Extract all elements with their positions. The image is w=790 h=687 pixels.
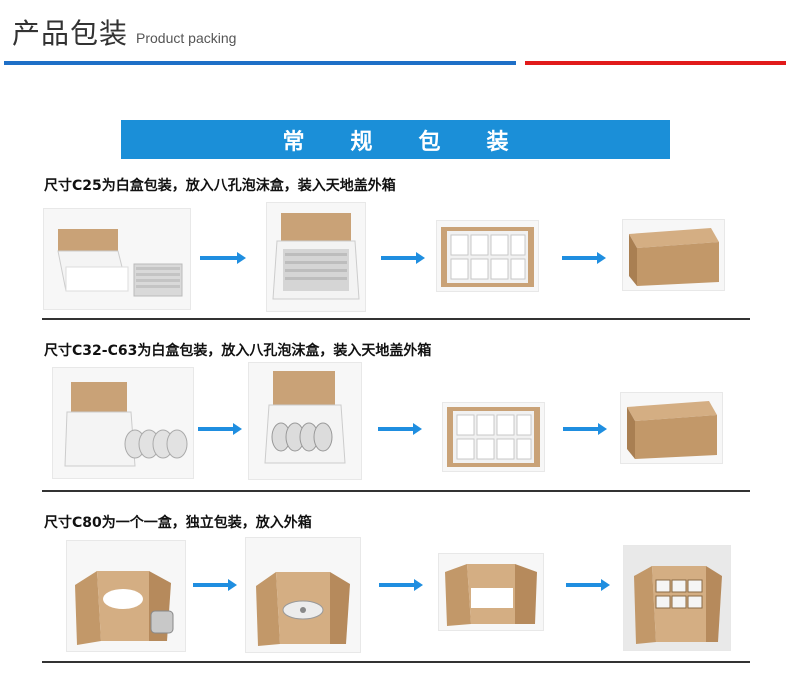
white-box-with-ring-magnets-image [64, 382, 188, 467]
row-2-photo-white-box-magnets [52, 367, 194, 479]
outer-carton-image [627, 401, 717, 459]
page-title: 产品包装 [12, 17, 129, 50]
page-subtitle: Product packing [136, 30, 237, 46]
row-3-arrow-2 [379, 579, 423, 591]
outer-carton-with-boxes-image [624, 546, 730, 650]
box-with-pot-magnet-inside-image [256, 572, 350, 646]
row-3-photo-single-box-open [66, 540, 186, 652]
white-box-with-magnets-image [57, 229, 183, 297]
row-2-photo-outer-box [620, 392, 723, 464]
header-blue-bar [4, 61, 516, 65]
row-3-arrow-3 [566, 579, 610, 591]
row-1-photo-filled-white-box [266, 202, 366, 312]
filled-white-box-rings-image [264, 371, 346, 464]
box-with-foam-image [445, 564, 537, 626]
row-2-arrow-2 [378, 423, 422, 435]
row-1-divider [42, 318, 750, 320]
row-3-divider [42, 661, 750, 663]
outer-carton-image [629, 228, 719, 286]
header-red-bar [525, 61, 786, 65]
row-2-arrow-3 [563, 423, 607, 435]
banner-text: 常规包装 [282, 129, 555, 155]
row-2-arrow-1 [198, 423, 242, 435]
single-box-with-pot-magnet-image [75, 571, 174, 645]
row-1-arrow-1 [200, 252, 246, 264]
row-3-photo-foam-filled-box [438, 553, 544, 631]
row-1-photo-outer-box [622, 219, 725, 291]
row-3-photo-outer-carton-open [623, 545, 731, 651]
row-1-arrow-3 [562, 252, 606, 264]
eight-hole-foam-tray-image [441, 227, 534, 287]
row-2-title: 尺寸C32-C63为白盒包装，放入八孔泡沫盒，装入天地盖外箱 [44, 343, 432, 359]
row-1-arrow-2 [381, 252, 425, 264]
filled-white-box-image [272, 213, 360, 300]
row-1-title: 尺寸C25为白盒包装，放入八孔泡沫盒，装入天地盖外箱 [44, 178, 396, 194]
row-1-photo-white-box-magnets [43, 208, 191, 310]
row-3-title: 尺寸C80为一个一盒，独立包装，放入外箱 [44, 515, 312, 531]
row-2-divider [42, 490, 750, 492]
row-2-photo-filled-white-box [248, 362, 362, 480]
row-3-arrow-1 [193, 579, 237, 591]
page-header: 产品包装 Product packing [12, 12, 236, 52]
row-2-photo-foam-tray [442, 402, 545, 472]
section-banner: 常规包装 [121, 120, 670, 159]
row-3-photo-box-with-magnet [245, 537, 361, 653]
eight-hole-foam-tray-image [447, 407, 540, 467]
row-1-photo-foam-tray [436, 220, 539, 292]
